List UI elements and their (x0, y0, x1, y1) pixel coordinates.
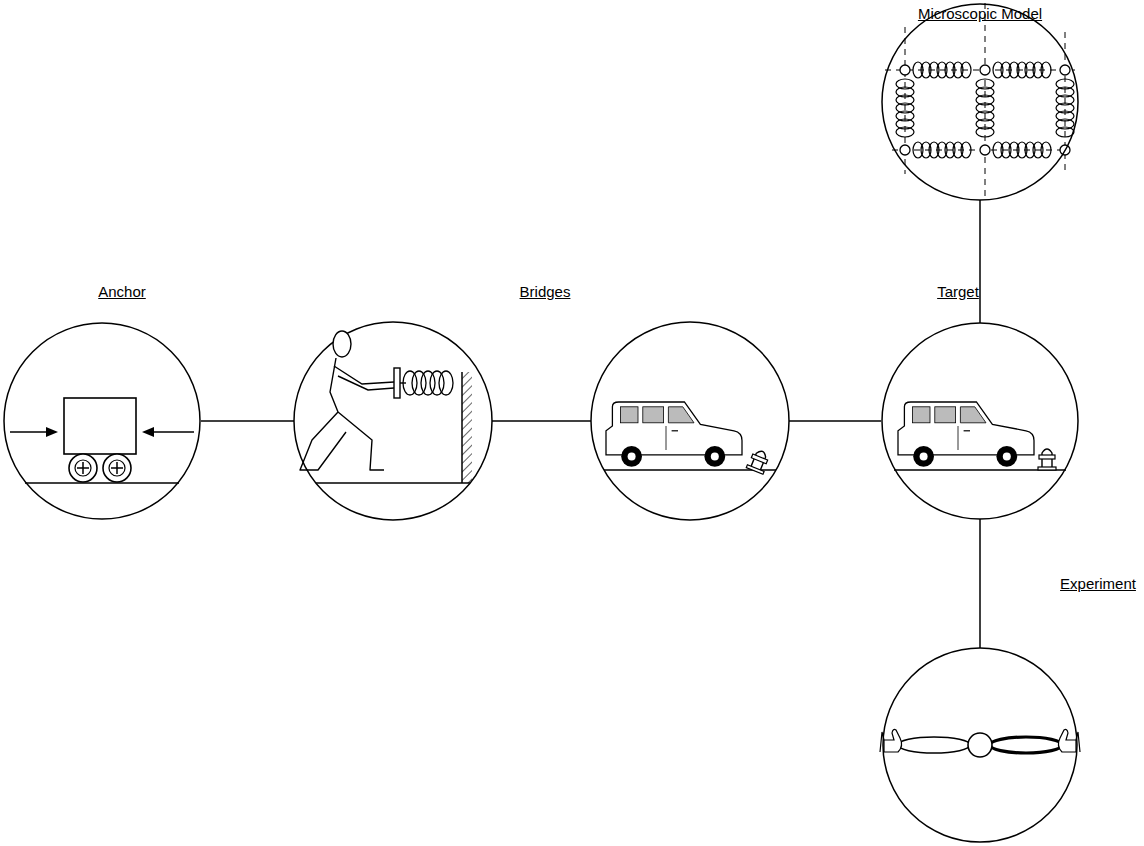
circle-outline (881, 322, 1079, 520)
connector-line (979, 519, 981, 648)
circle-heading: Anchor (98, 283, 146, 300)
circle-heading: Experiment (1060, 575, 1136, 592)
group-heading: Bridges (520, 283, 571, 300)
experiment-circle: Experiment (882, 647, 1078, 843)
model-circle: Microscopic Model (881, 3, 1079, 201)
anchor-circle: Anchor (3, 322, 201, 520)
circle-outline (3, 322, 201, 520)
connector-line (979, 200, 981, 323)
target-circle: Target (881, 322, 1079, 520)
circle-outline (882, 647, 1078, 843)
circle-heading: Microscopic Model (918, 5, 1042, 22)
circle-outline (881, 3, 1079, 201)
circle-heading: Target (937, 283, 979, 300)
